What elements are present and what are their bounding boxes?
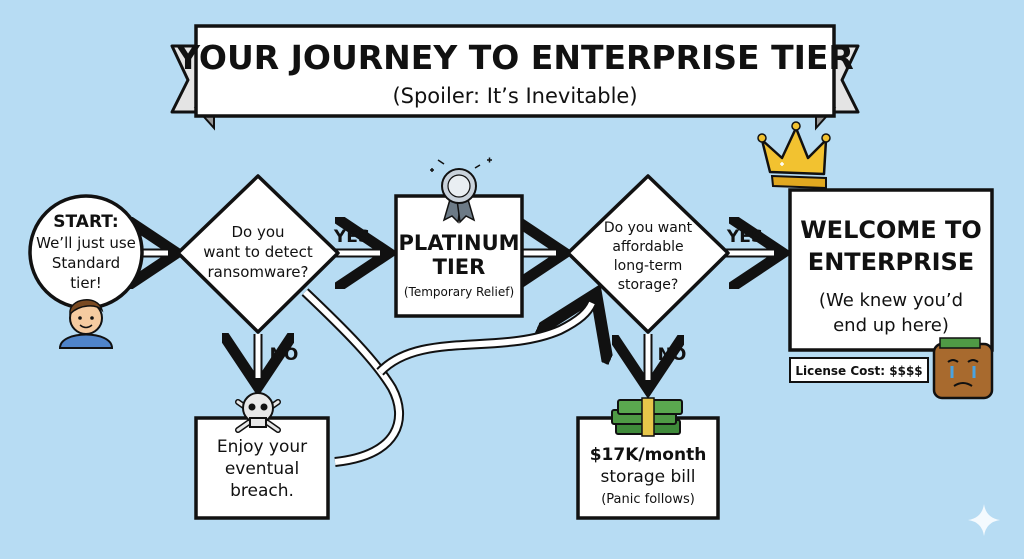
breach-line-2: eventual [225, 459, 299, 479]
curve-connector-lower-fill [302, 289, 402, 465]
decision-ransomware-line-2: want to detect [203, 243, 313, 261]
enterprise-title-1: WELCOME TO [800, 216, 982, 244]
enterprise-note-1: (We knew you’d [819, 290, 963, 311]
money-stack-icon [611, 397, 683, 437]
storage-bill-line-1: $17K/month [590, 445, 707, 465]
medal-icon [430, 157, 492, 224]
start-node: START: We’ll just use Standard tier! [28, 194, 144, 310]
curve-connector-upper-fill [377, 301, 595, 375]
storage-bill-line-2: storage bill [601, 467, 696, 487]
breach-line-1: Enjoy your [217, 437, 307, 457]
start-line-2: We’ll just use [36, 234, 136, 252]
person-icon [58, 299, 114, 349]
start-line-4: tier! [70, 274, 101, 292]
crown-icon [757, 121, 831, 190]
enterprise-title-2: ENTERPRISE [808, 248, 974, 276]
decision-storage: Do you want affordable long-term storage… [566, 174, 730, 334]
decision-ransomware-line-1: Do you [231, 223, 284, 241]
breach-node: Enjoy your eventual breach. [194, 416, 330, 520]
decision-storage-line-2: affordable [612, 239, 683, 255]
banner-subtitle: (Spoiler: It’s Inevitable) [392, 84, 637, 108]
crying-wallet-icon [932, 337, 994, 400]
start-line-1: START: [53, 212, 118, 232]
storage-bill-note: (Panic follows) [601, 492, 695, 507]
start-line-3: Standard [52, 254, 120, 272]
decision-storage-line-1: Do you want [604, 220, 693, 236]
edge-label-no-1: NO [270, 345, 299, 365]
enterprise-node: WELCOME TO ENTERPRISE (We knew you’d end… [788, 188, 994, 352]
license-cost-label: License Cost: $$$$ [795, 364, 922, 378]
decision-ransomware: Do you want to detect ransomware? [176, 174, 340, 334]
enterprise-note-2: end up here) [833, 315, 949, 336]
edge-label-yes-1: YES [333, 227, 370, 247]
decision-ransomware-line-3: ransomware? [208, 263, 309, 281]
platinum-title-2: TIER [433, 255, 486, 279]
decision-storage-line-4: storage? [618, 277, 679, 293]
license-tag: License Cost: $$$$ [789, 357, 929, 383]
decision-storage-line-3: long-term [614, 258, 683, 274]
title-banner: YOUR JOURNEY TO ENTERPRISE TIER (Spoiler… [170, 24, 860, 131]
platinum-note: (Temporary Relief) [404, 285, 514, 299]
skull-icon [235, 392, 281, 433]
platinum-title-1: PLATINUM [398, 231, 519, 255]
sparkle-icon [968, 504, 1000, 536]
edge-label-no-2: NO [658, 345, 687, 365]
edge-label-yes-2: YES [726, 227, 763, 247]
breach-line-3: breach. [230, 481, 294, 501]
banner-title: YOUR JOURNEY TO ENTERPRISE TIER [175, 38, 854, 77]
